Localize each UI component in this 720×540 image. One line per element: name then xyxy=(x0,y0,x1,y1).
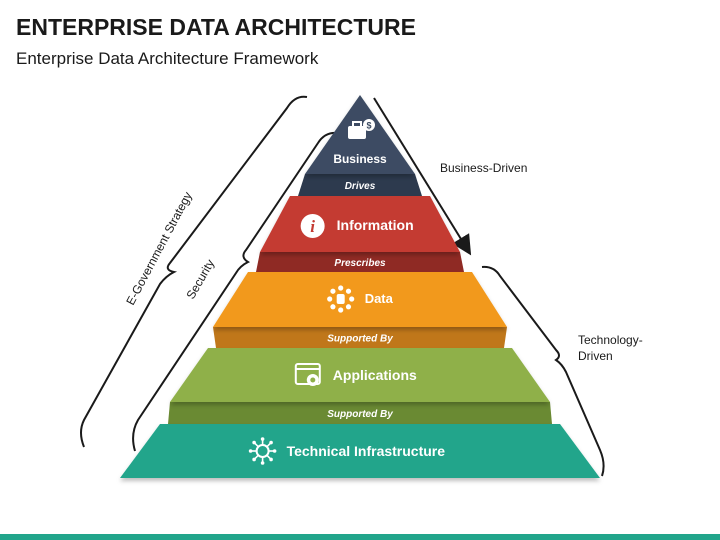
connector-band xyxy=(256,252,464,272)
technology-brace xyxy=(481,265,605,477)
pyramid-level-label: Data xyxy=(365,291,394,306)
pyramid-level-shape xyxy=(120,424,600,478)
connector-band xyxy=(213,327,507,348)
pyramid-level xyxy=(120,424,600,478)
database-network-icon xyxy=(327,285,355,313)
svg-text:$: $ xyxy=(366,121,371,131)
circuit-brain-icon xyxy=(248,437,277,465)
pyramid-level-shape xyxy=(213,272,507,327)
connector-label: Drives xyxy=(345,181,376,192)
svg-text:i: i xyxy=(310,217,315,236)
pyramid-level-label: Applications xyxy=(333,367,417,383)
pyramid-level-label: Technical Infrastructure xyxy=(287,443,446,459)
connector-label: Supported By xyxy=(327,334,393,345)
business-driven-arrow xyxy=(373,97,472,256)
security-brace xyxy=(132,131,338,452)
pyramid-level-shape xyxy=(260,196,460,252)
info-icon: i xyxy=(300,214,325,238)
connector-label: Prescribes xyxy=(334,258,386,269)
technology-label-line1: Technology- xyxy=(578,333,643,347)
connector-label: Supported By xyxy=(327,409,393,420)
egov-label: E-Government Strategy xyxy=(123,190,195,308)
connector-band xyxy=(298,174,422,196)
security-label: Security xyxy=(183,257,217,302)
briefcase-dollar-icon: $ xyxy=(348,119,375,139)
pyramid-level xyxy=(213,272,507,327)
pyramid-level-label: Information xyxy=(337,217,414,233)
pyramid-level-label: Business xyxy=(333,152,387,166)
bottom-accent-bar xyxy=(0,534,720,540)
connector-band xyxy=(168,402,552,424)
page-subtitle: Enterprise Data Architecture Framework xyxy=(16,49,319,68)
page-title: ENTERPRISE DATA ARCHITECTURE xyxy=(16,14,416,40)
app-gear-icon xyxy=(294,363,321,386)
pyramid-level-shape xyxy=(170,348,550,402)
technology-label-line2: Driven xyxy=(578,349,613,363)
pyramid-level xyxy=(260,196,460,252)
pyramid-level xyxy=(170,348,550,402)
business-driven-label: Business-Driven xyxy=(440,161,527,175)
egov-brace xyxy=(80,95,308,448)
